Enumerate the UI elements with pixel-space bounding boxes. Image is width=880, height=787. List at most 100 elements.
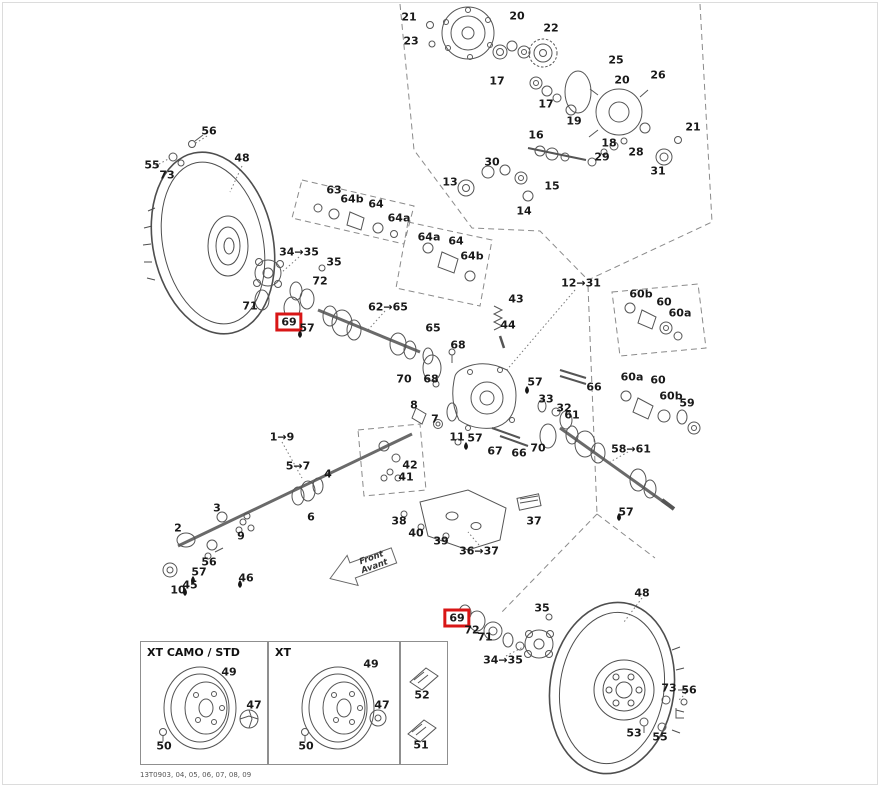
- part-label-69-highlighted[interactable]: 69: [275, 312, 303, 332]
- part-label-53: 53: [626, 726, 642, 740]
- part-label-35: 35: [326, 255, 342, 269]
- part-label-34-35: 34→35: [279, 245, 319, 259]
- front-left-tire: [142, 151, 276, 335]
- part-label-58-61: 58→61: [611, 442, 651, 456]
- part-label-57: 57: [527, 375, 543, 389]
- part-label-19: 19: [566, 114, 582, 128]
- part-label-60: 60: [650, 373, 666, 387]
- part-label-20: 20: [509, 9, 525, 23]
- part-label-60a: 60a: [668, 306, 692, 320]
- skid-plate: [400, 489, 542, 551]
- part-label-6: 6: [307, 510, 315, 524]
- part-label-71: 71: [477, 630, 493, 644]
- part-label-30: 30: [484, 155, 500, 169]
- front-axle-assembly: [253, 203, 506, 382]
- part-label-21: 21: [401, 10, 417, 24]
- part-label-33: 33: [538, 392, 554, 406]
- part-label-66: 66: [586, 380, 602, 394]
- part-label-49: 49: [221, 665, 237, 679]
- part-label-3: 3: [213, 501, 221, 515]
- part-label-2: 2: [174, 521, 182, 535]
- part-label-29: 29: [594, 150, 610, 164]
- panel-xt-camo-std: XT CAMO / STD: [140, 641, 268, 765]
- part-label-68: 68: [450, 338, 466, 352]
- part-label-70: 70: [530, 441, 546, 455]
- catalog-reference: 13T0903, 04, 05, 06, 07, 08, 09: [140, 771, 252, 779]
- panel-xt-camo-std-title: XT CAMO / STD: [147, 646, 240, 659]
- part-label-59: 59: [679, 396, 695, 410]
- part-label-18: 18: [601, 136, 617, 150]
- part-label-38: 38: [391, 514, 407, 528]
- part-label-70: 70: [396, 372, 412, 386]
- part-label-14: 14: [516, 204, 532, 218]
- part-label-11: 11: [449, 430, 465, 444]
- part-label-57: 57: [191, 565, 207, 579]
- wheel-camo-std-artwork: [159, 666, 259, 750]
- part-label-64a: 64a: [387, 211, 411, 225]
- part-label-47: 47: [374, 698, 390, 712]
- part-label-65: 65: [425, 321, 441, 335]
- part-label-43: 43: [508, 292, 524, 306]
- part-label-1-9: 1→9: [269, 430, 295, 444]
- part-label-25: 25: [608, 53, 624, 67]
- front-direction-arrow: Front Avant: [329, 547, 398, 587]
- part-label-64b: 64b: [460, 249, 484, 263]
- rear-wheel-hardware: [639, 695, 688, 733]
- part-label-36-37: 36→37: [459, 544, 499, 558]
- panel-decals: [400, 641, 448, 765]
- part-label-73: 73: [661, 681, 677, 695]
- part-label-5-7: 5→7: [285, 459, 311, 473]
- part-label-35: 35: [534, 601, 550, 615]
- part-label-66: 66: [511, 446, 527, 460]
- part-label-63: 63: [326, 183, 342, 197]
- panel-xt-title: XT: [275, 646, 291, 659]
- part-label-10: 10: [170, 583, 186, 597]
- part-label-46: 46: [238, 571, 254, 585]
- part-label-72: 72: [464, 623, 480, 637]
- center-gearcase: [411, 348, 587, 449]
- part-label-64: 64: [448, 234, 464, 248]
- part-label-50: 50: [156, 739, 172, 753]
- part-label-56: 56: [201, 555, 217, 569]
- part-label-60: 60: [656, 295, 672, 309]
- part-label-73: 73: [159, 168, 175, 182]
- part-label-64a: 64a: [417, 230, 441, 244]
- part-label-26: 26: [650, 68, 666, 82]
- part-label-64: 64: [368, 197, 384, 211]
- part-label-48: 48: [634, 586, 650, 600]
- part-label-57: 57: [618, 505, 634, 519]
- part-label-56: 56: [681, 683, 697, 697]
- rear-differential-assembly: [426, 6, 682, 202]
- part-label-42: 42: [402, 458, 418, 472]
- part-label-62-65: 62→65: [368, 300, 408, 314]
- part-label-22: 22: [543, 21, 559, 35]
- part-label-60b: 60b: [659, 389, 683, 403]
- part-label-41: 41: [398, 470, 414, 484]
- part-label-56: 56: [201, 124, 217, 138]
- part-label-21: 21: [685, 120, 701, 134]
- part-label-55: 55: [144, 158, 160, 172]
- part-label-64b: 64b: [340, 192, 364, 206]
- part-label-60b: 60b: [629, 287, 653, 301]
- part-label-69-highlighted[interactable]: 69: [443, 608, 471, 628]
- dashed-section-boundaries: [291, 3, 713, 615]
- part-label-55: 55: [652, 730, 668, 744]
- part-label-13: 13: [442, 175, 458, 189]
- rear-axle-assembly: [559, 425, 676, 511]
- part-label-12-31: 12→31: [561, 276, 601, 290]
- part-label-57: 57: [467, 431, 483, 445]
- part-label-32: 32: [556, 401, 572, 415]
- part-label-20: 20: [614, 73, 630, 87]
- part-label-52: 52: [414, 688, 430, 702]
- part-label-45: 45: [182, 578, 198, 592]
- decal-items-artwork: [407, 667, 439, 743]
- part-label-57: 57: [299, 321, 315, 335]
- part-label-50: 50: [298, 739, 314, 753]
- part-label-4: 4: [324, 467, 332, 481]
- part-label-34-35: 34→35: [483, 653, 523, 667]
- part-label-71: 71: [242, 299, 258, 313]
- part-label-47: 47: [246, 698, 262, 712]
- part-label-60a: 60a: [620, 370, 644, 384]
